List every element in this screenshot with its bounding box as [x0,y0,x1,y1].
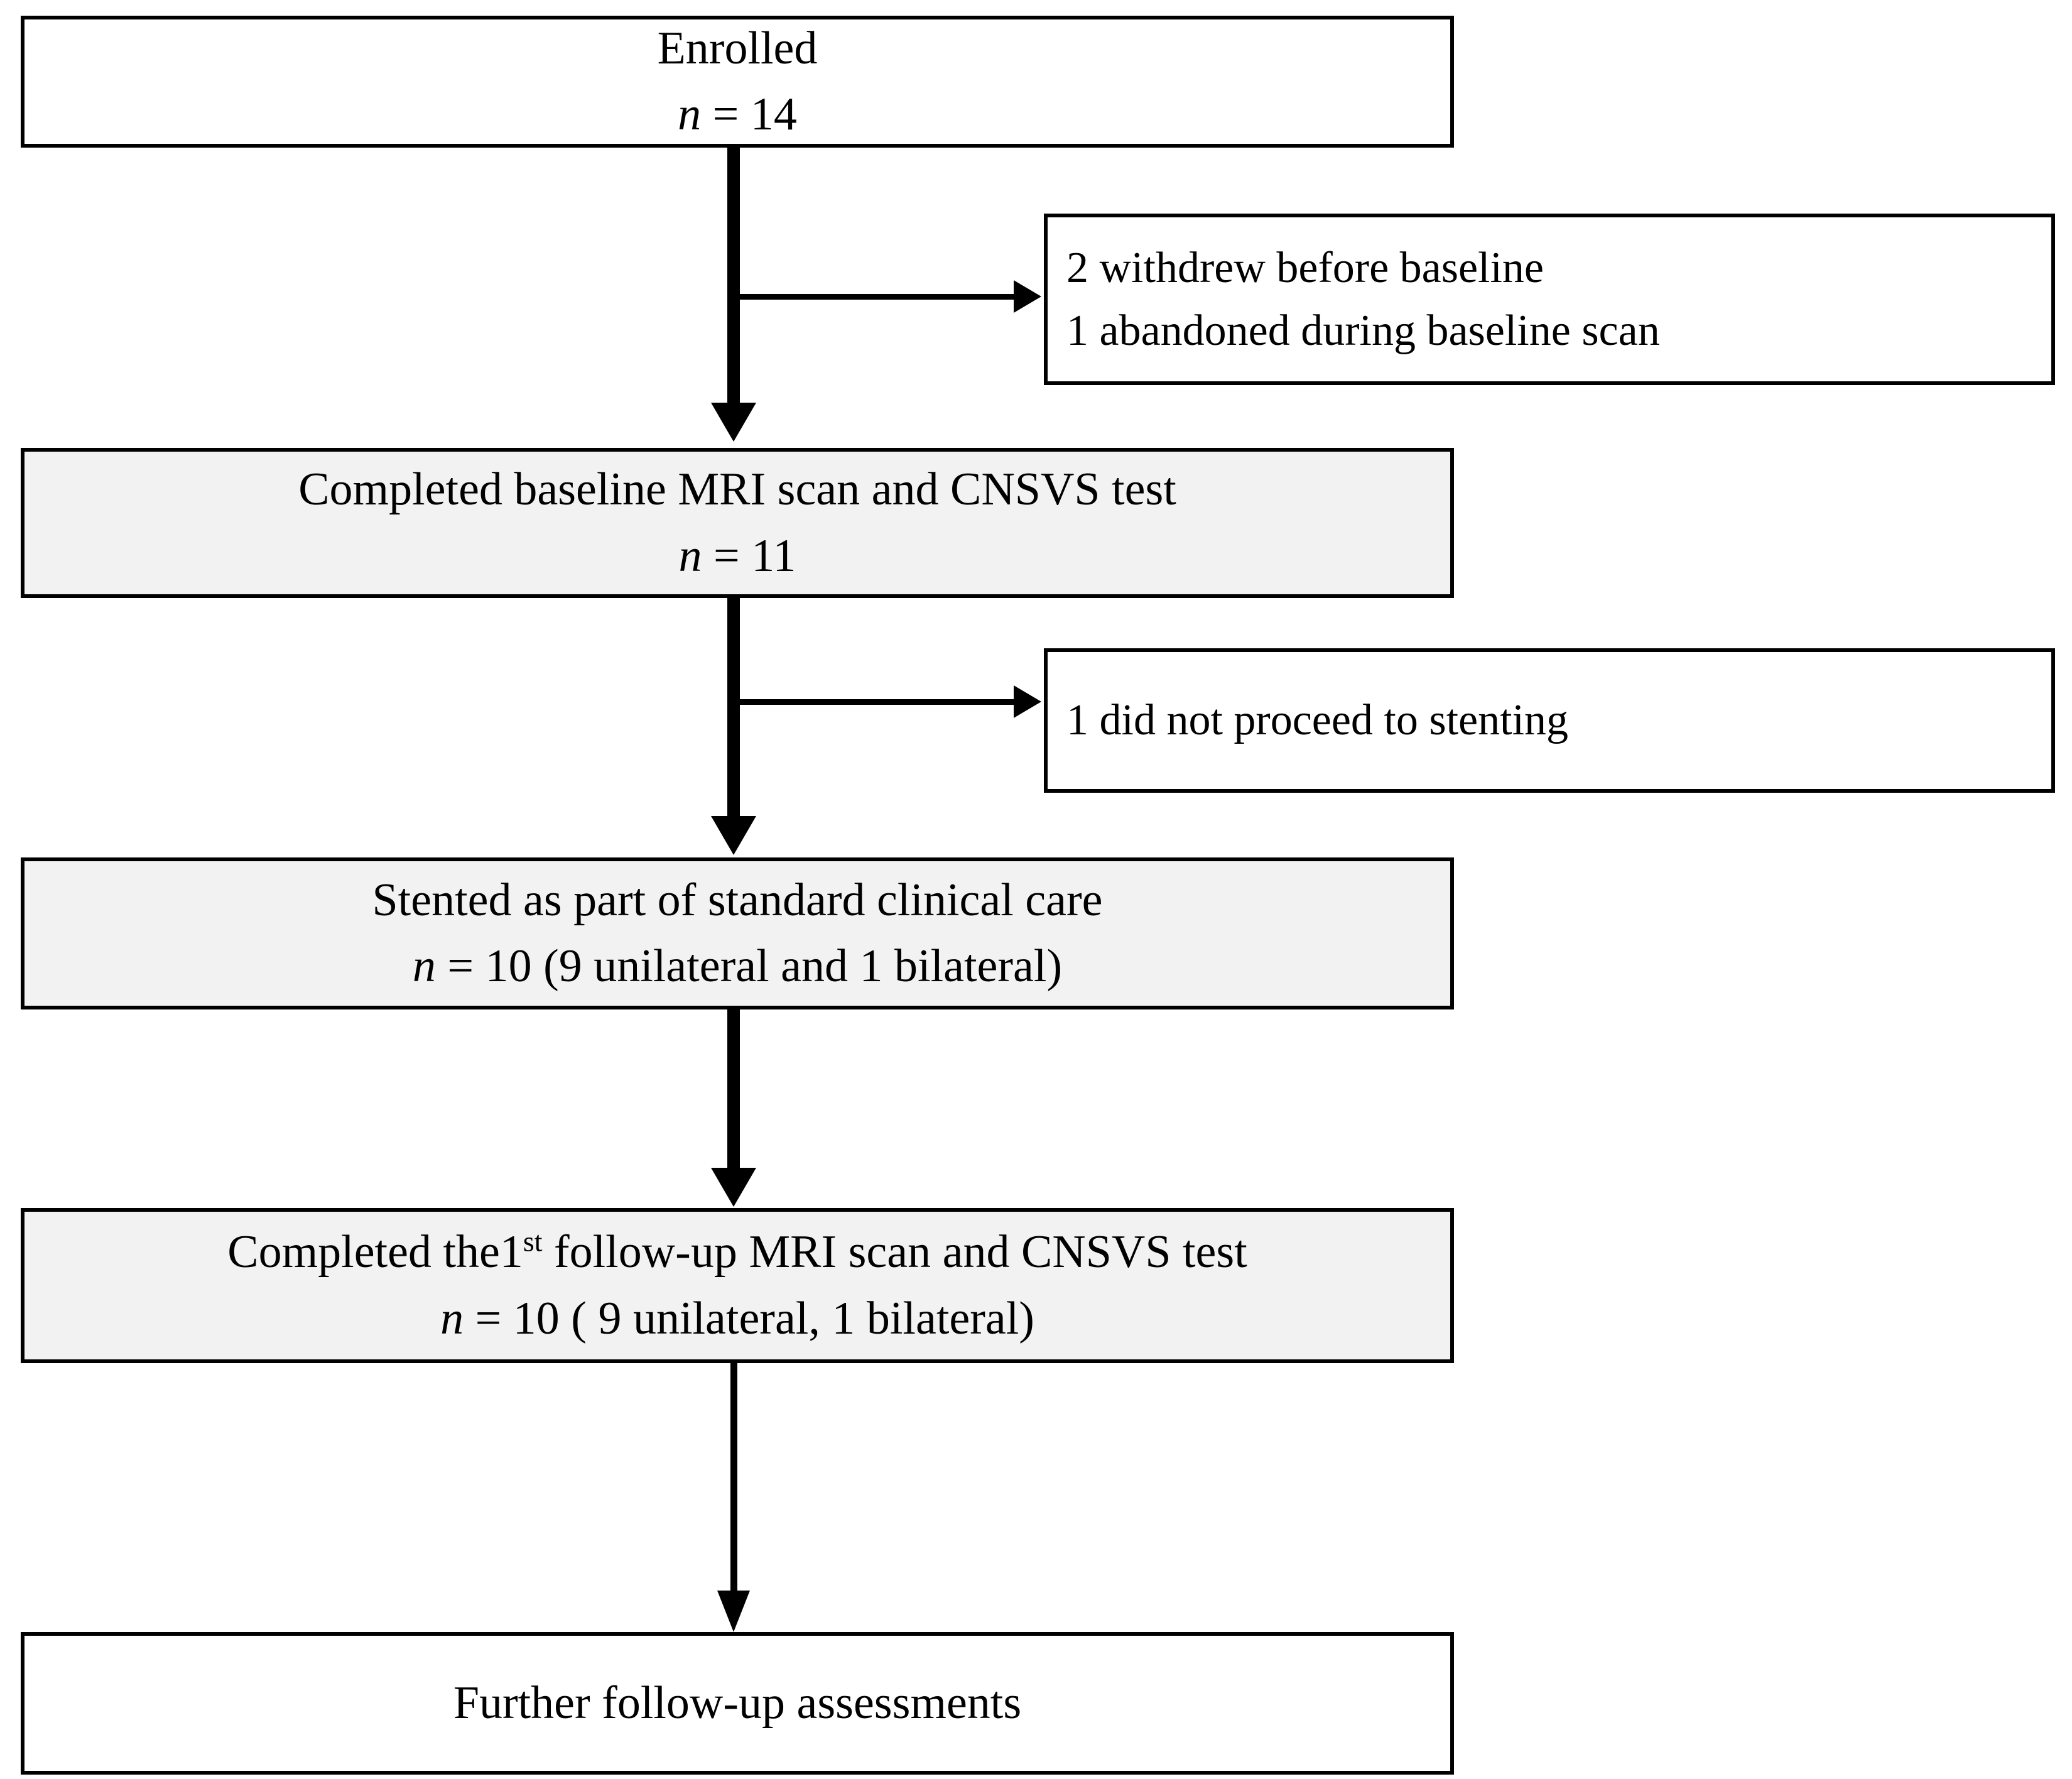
node-baseline-completed: Completed baseline MRI scan and CNSVS te… [21,448,1454,598]
connector-followup1-to-further [730,1363,737,1596]
followup1-ordinal-suffix: st [523,1225,543,1258]
exclusion1-line2: 1 abandoned during baseline scan [1066,306,1660,355]
n-symbol: n [678,89,702,140]
connector-baseline-to-stented [727,598,740,816]
arrowhead-into-exclusion1 [1014,280,1041,313]
n-value: = 10 ( 9 unilateral, 1 bilateral) [464,1292,1034,1344]
connector-enrolled-to-baseline [727,148,740,403]
exclusion1-line1: 2 withdrew before baseline [1066,244,1544,293]
node-followup1-count: n = 10 ( 9 unilateral, 1 bilateral) [440,1286,1034,1352]
node-enrolled-title: Enrolled [657,22,818,74]
connector-baseline-to-exclusion2 [740,699,1016,705]
node-enrolled-count: n = 14 [678,82,797,148]
n-symbol: n [440,1292,464,1344]
n-symbol: n [678,530,702,582]
n-value: = 10 (9 unilateral and 1 bilateral) [435,940,1063,992]
arrowhead-into-further [717,1591,750,1632]
arrowhead-into-baseline [711,403,756,442]
node-stented-count: n = 10 (9 unilateral and 1 bilateral) [413,933,1062,999]
n-symbol: n [412,940,436,992]
node-baseline-count: n = 11 [679,523,796,589]
connector-enrolled-to-exclusion1 [740,294,1016,300]
node-stented: Stented as part of standard clinical car… [21,857,1454,1009]
arrowhead-into-followup1 [711,1168,756,1207]
exclusion2-line1: 1 did not proceed to stenting [1066,696,1569,745]
n-value: = 11 [702,530,796,582]
node-exclusion-before-baseline: 2 withdrew before baseline 1 abandoned d… [1044,214,2055,385]
arrowhead-into-stented [711,816,756,855]
followup1-title-b: follow-up MRI scan and CNSVS test [542,1226,1247,1278]
node-stented-title: Stented as part of standard clinical car… [372,874,1103,926]
connector-stented-to-followup1 [727,1009,740,1168]
n-value: = 14 [701,89,797,140]
node-followup1-title: Completed the1st follow-up MRI scan and … [227,1219,1247,1285]
node-enrolled: Enrolled n = 14 [21,16,1454,148]
node-followup1-completed: Completed the1st follow-up MRI scan and … [21,1208,1454,1363]
node-further-followup: Further follow-up assessments [21,1632,1454,1775]
node-further-title: Further follow-up assessments [453,1677,1022,1729]
followup1-title-a: Completed the1 [227,1226,523,1278]
node-exclusion-no-stenting: 1 did not proceed to stenting [1044,648,2055,793]
arrowhead-into-exclusion2 [1014,685,1041,718]
node-baseline-title: Completed baseline MRI scan and CNSVS te… [298,464,1176,516]
